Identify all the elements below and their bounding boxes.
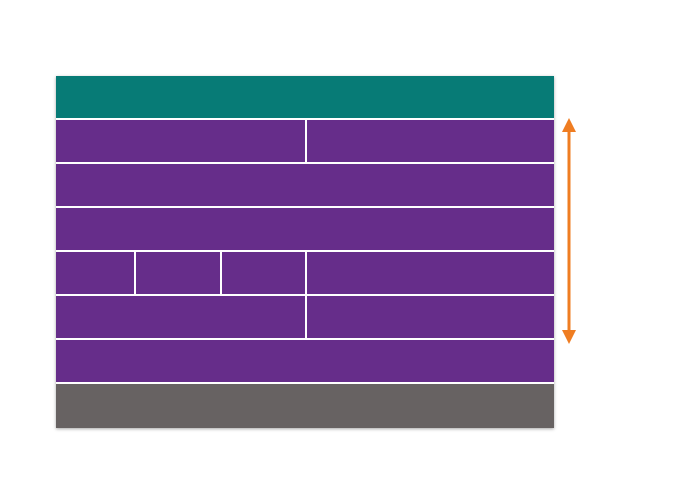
header-band [56, 76, 554, 118]
row-2-full-block [56, 164, 554, 206]
row-4-block-1 [56, 252, 134, 294]
row-4-block-2 [136, 252, 220, 294]
row-4-block-4 [307, 252, 554, 294]
row-1-left-block [56, 120, 305, 162]
row-3-full-block [56, 208, 554, 250]
double-headed-vertical-arrow-icon [562, 118, 576, 344]
footer-band [56, 384, 554, 428]
arrow-head-top [562, 118, 576, 132]
row-6-full-block [56, 340, 554, 382]
page-layout-diagram [56, 76, 554, 428]
arrow-head-bottom [562, 330, 576, 344]
row-5-left-block [56, 296, 305, 338]
row-5-right-block [307, 296, 554, 338]
row-4-block-3 [222, 252, 305, 294]
row-1-right-block [307, 120, 554, 162]
